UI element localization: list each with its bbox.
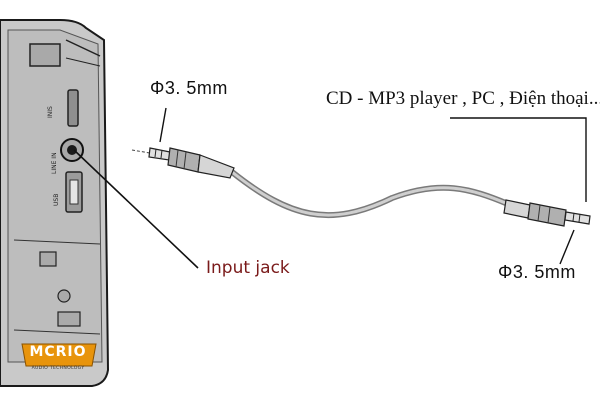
input-jack-label: Input jack [206, 258, 290, 278]
line-in-jack [60, 138, 84, 162]
logo-badge-shape [21, 343, 97, 367]
mcrio-logo: MCRIO AUDIO TECHNOLOGY [18, 336, 98, 380]
logo-name: MCRIO [29, 344, 87, 360]
side-text-top: INIS [47, 106, 54, 118]
left-dimension-leader [159, 107, 167, 143]
side-text-line-in: LINE IN [51, 152, 58, 174]
right-dimension-leader [559, 229, 575, 265]
right-plug [503, 199, 591, 227]
destination-bracket-line [450, 117, 587, 202]
side-text-usb: USB [53, 194, 60, 206]
left-plug-diameter-label: Φ3. 5mm [150, 78, 228, 98]
left-plug [131, 147, 235, 179]
card-slot [67, 89, 79, 127]
destination-devices-label: CD - MP3 player , PC , Điện thoại... [326, 88, 600, 109]
device-side-panel: INIS LINE IN USB [0, 19, 110, 387]
right-plug-diameter-label: Φ3. 5mm [498, 262, 576, 282]
logo-tagline: AUDIO TECHNOLOGY [31, 366, 85, 371]
input-jack-leader-line [73, 149, 199, 269]
